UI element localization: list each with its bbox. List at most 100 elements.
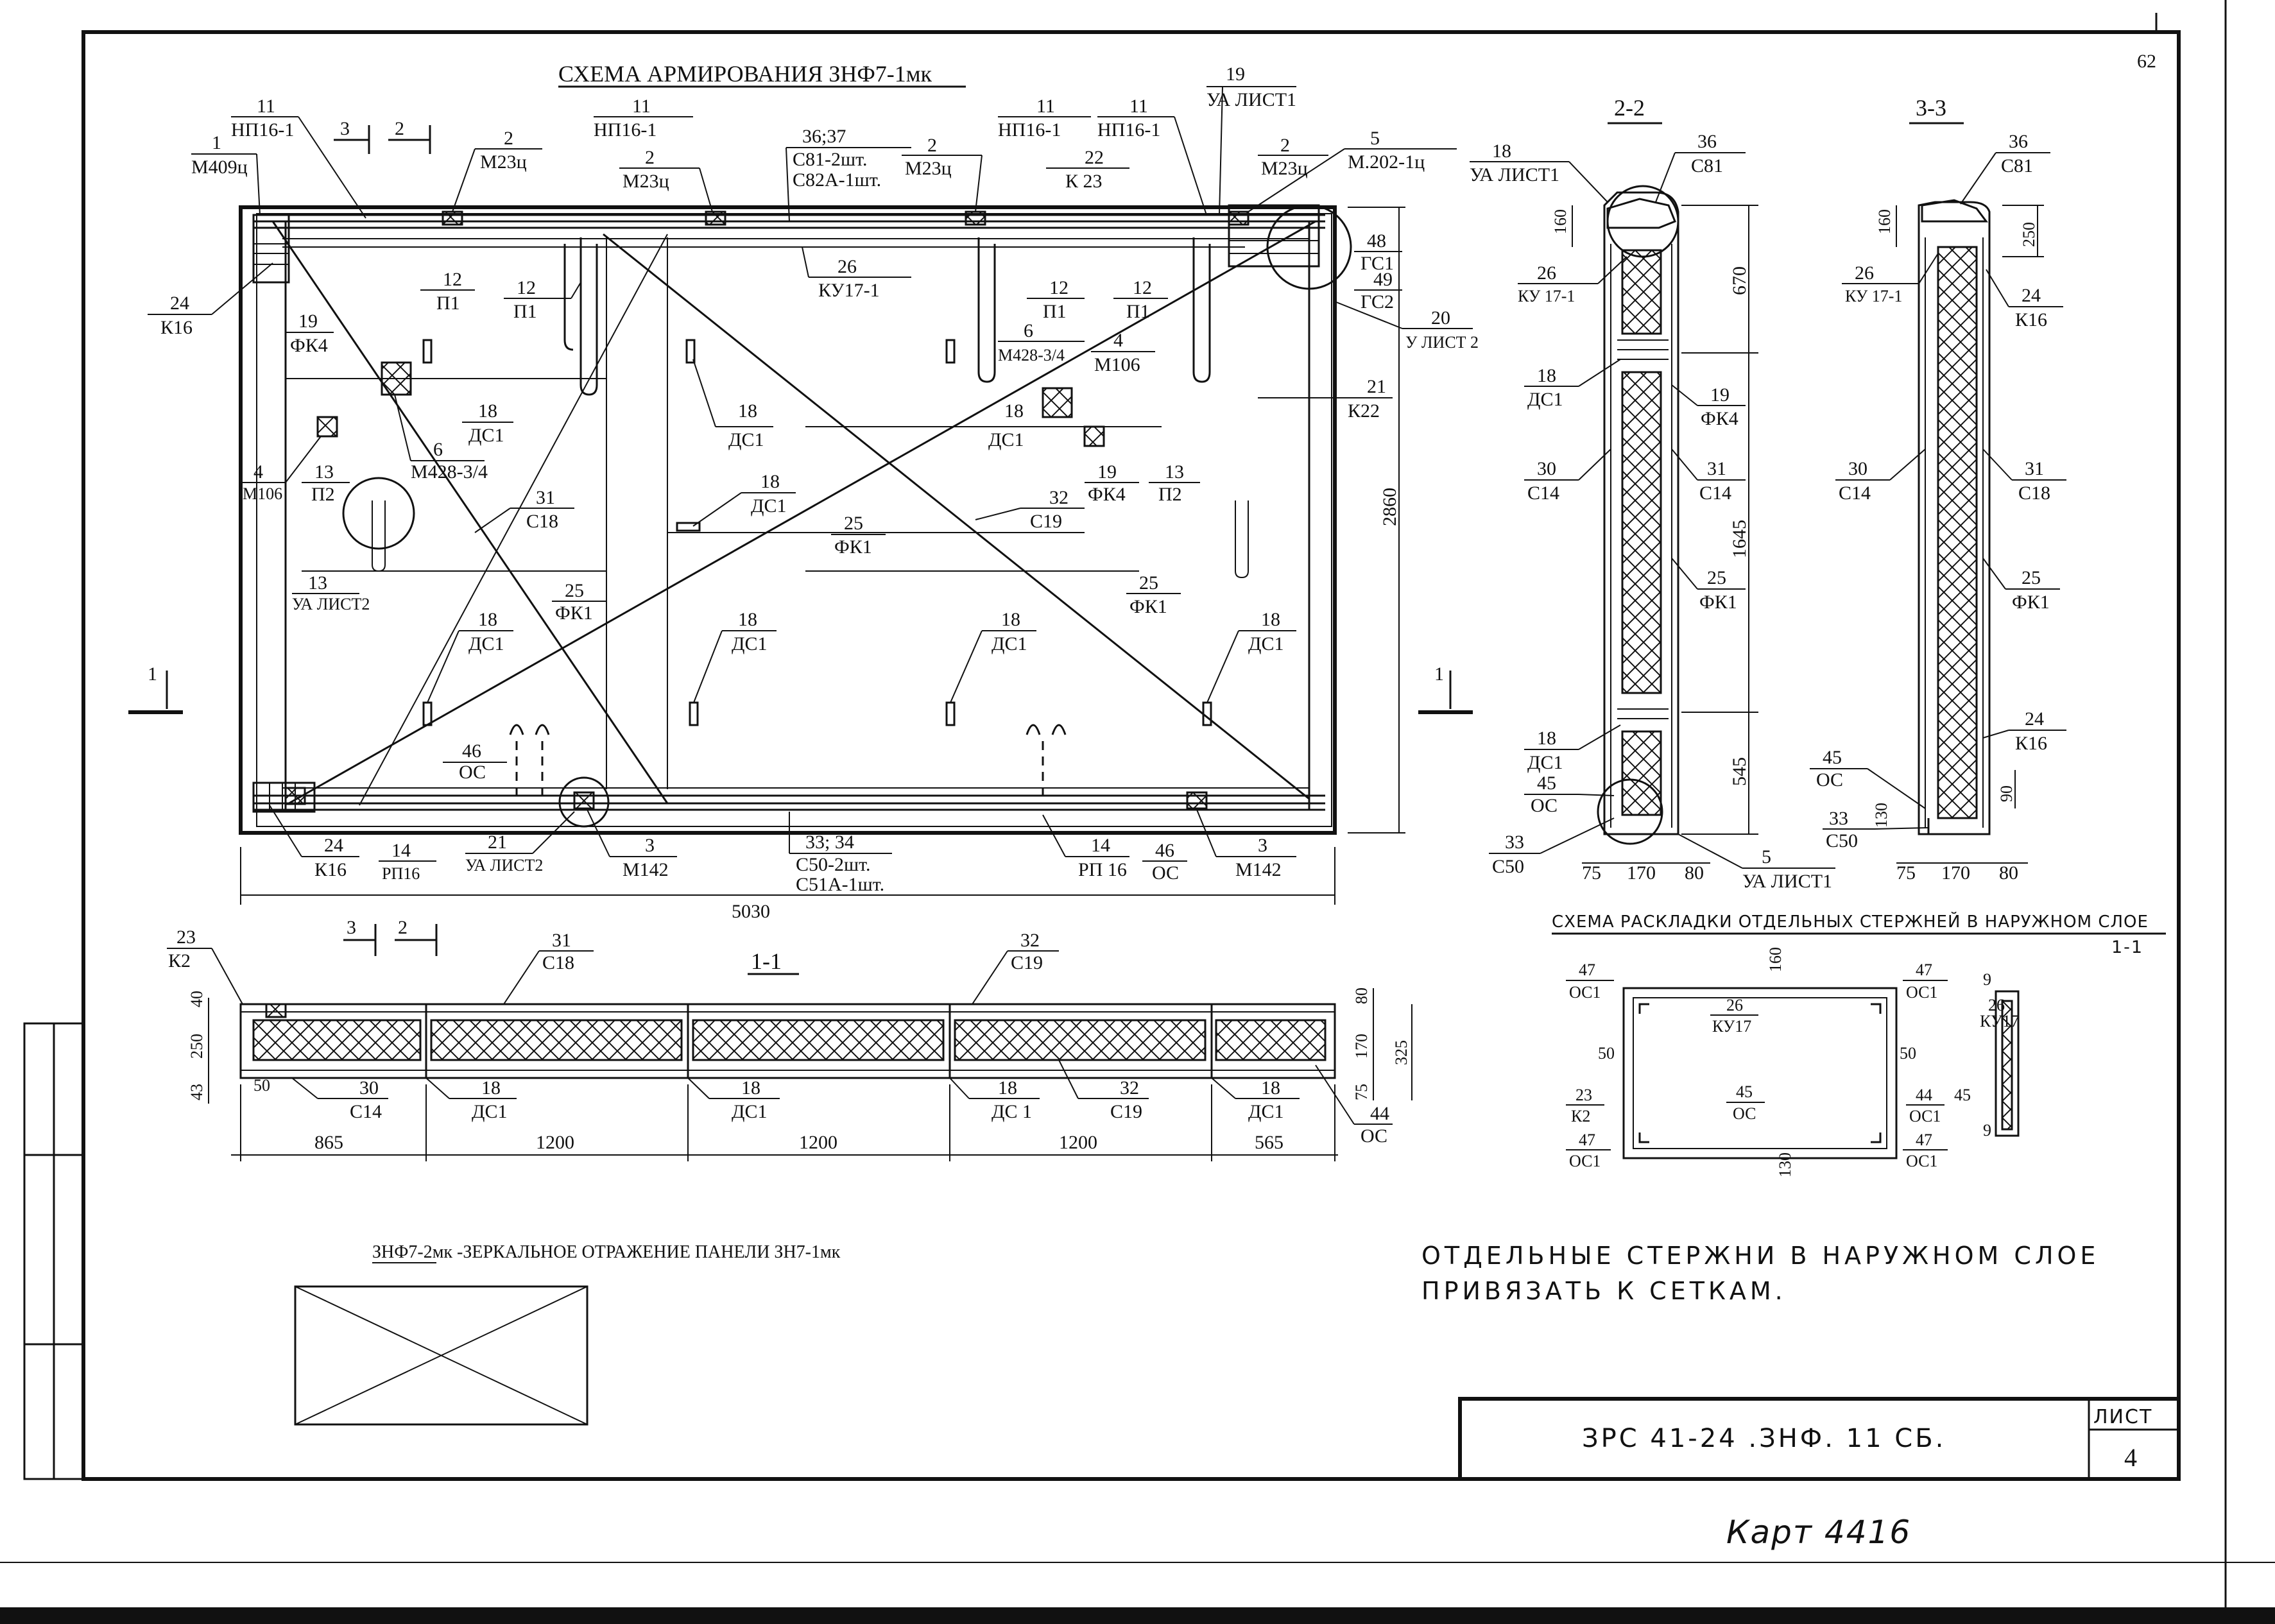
section-mark-2-top: 2 [395,118,404,139]
callout-name: РП16 [382,864,420,883]
callout-name: УА ЛИСТ1 [1742,871,1832,892]
callout-name: С50-2шт. [796,854,870,875]
callout-num: 19 [1710,384,1730,406]
section-3-3-title: 3-3 [1916,95,1946,121]
main-callouts: 1 М409ц 11 НП16-1 2 М23ц 11 НП16-1 2 М23… [148,64,1479,895]
callout-name: С81 [1691,155,1723,176]
callout-num: 18 [1492,141,1511,162]
callout-name: С14 [350,1101,382,1122]
callout-name: К16 [314,859,347,880]
callout-num: 25 [844,513,863,534]
callout-num: 45 [1537,773,1556,794]
callout-name: ДС1 [1527,389,1563,410]
callout-num: 26 [1726,996,1743,1014]
callout-name: К2 [1571,1107,1590,1125]
callout-num: 47 [1579,1131,1595,1149]
callout-name: П2 [311,484,335,505]
callout-num: 12 [1049,277,1069,298]
callout-name: ДС 1 [992,1101,1032,1122]
callout-name: С81-2шт. [793,149,867,170]
callout-num: 18 [1261,1077,1280,1098]
layout-scheme-title: СХЕМА РАСКЛАДКИ ОТДЕЛЬНЫХ СТЕРЖНЕЙ В НАР… [1552,911,2149,932]
callout-num: 31 [552,930,571,951]
callout-name: М142 [622,859,669,880]
callout-name: М23ц [1261,158,1308,179]
callout-num: 45 [1823,747,1842,768]
callout-name: М23ц [480,151,527,173]
callout-num: 18 [1537,365,1556,386]
callout-num: 20 [1431,307,1450,329]
callout-num: 24 [2025,708,2044,730]
callout-num: 22 [1085,147,1104,168]
callout-num: 6 [433,439,443,460]
callout-name: ОС1 [1906,1152,1937,1170]
dim-1200: 1200 [536,1132,574,1153]
callout-name: М428-3/4 [411,461,488,483]
callout-num: 11 [1129,96,1148,117]
callout-num: 47 [1916,1131,1932,1149]
section-1-1-title: 1-1 [751,948,782,974]
callout-num: 33 [1829,808,1848,829]
dim-170: 170 [1627,862,1656,884]
callout-name: К16 [2015,733,2047,754]
callout-num: 18 [741,1077,760,1098]
callout-name: К16 [2015,309,2047,330]
callout-num: 18 [481,1077,501,1098]
callout-name: ДС1 [732,1101,767,1122]
callout-num: 13 [308,572,327,594]
callout-name: П1 [1126,301,1150,322]
dim-1200: 1200 [799,1132,837,1153]
callout-name: ОС [1361,1125,1387,1147]
callout-name: ФК1 [1699,592,1737,613]
callout-num: 5 [1370,128,1380,149]
callout-name: К16 [160,317,193,338]
width-dimension: 5030 [732,901,770,922]
callout-name: С14 [1699,483,1731,504]
dim-90: 90 [1997,785,2016,802]
section-mark-2: 2 [398,917,408,938]
callout-num: 24 [324,835,343,856]
callout-num: 18 [1261,609,1280,630]
callout-name: УА ЛИСТ2 [465,856,543,875]
dim-160: 160 [1551,209,1570,234]
callout-num: 1 [212,132,221,153]
dim-325: 325 [1392,1040,1411,1065]
dim-9a: 9 [1983,970,1991,989]
callout-num: 24 [170,293,189,314]
callout-num: 12 [443,269,462,290]
section-mark-3: 3 [347,917,356,938]
callout-name: К 23 [1065,171,1103,192]
dim-670: 670 [1729,266,1750,295]
height-dimension: 2860 [1379,488,1400,526]
callout-name: ОС [1152,862,1179,884]
callout-num: 2 [927,135,937,156]
callout-name: ДС1 [988,429,1024,450]
callout-num: 26 [1855,262,1874,284]
callout-num: 12 [1133,277,1152,298]
callout-name: С18 [542,952,574,973]
dim-1645: 1645 [1729,520,1750,558]
callout-num: 13 [314,461,334,483]
callout-num: 18 [760,471,780,492]
callout-num: 48 [1367,230,1386,252]
callout-name: ДС1 [1527,752,1563,773]
callout-num: 3 [645,835,655,856]
callout-name: УА ЛИСТ2 [292,595,370,613]
callout-name: М428-3/4 [998,346,1065,364]
callout-name: С19 [1030,511,1062,532]
layout-scheme-subtitle: 1-1 [2111,937,2143,957]
archive-note: Карт 4416 [1726,1514,1911,1551]
callout-name: ОС [459,762,486,783]
callout-num: 44 [1916,1086,1932,1104]
callout-name: С50 [1492,856,1524,877]
callout-name: П1 [513,301,537,322]
handwritten-note-line1: ОТДЕЛЬНЫЕ СТЕРЖНИ В НАРУЖНОМ СЛОЕ [1421,1242,2099,1270]
callout-name: С50 [1826,830,1858,851]
dim-250: 250 [187,1034,206,1059]
callout-num: 32 [1049,487,1069,508]
callout-num: 26 [1537,262,1556,284]
panel-outline [239,205,1337,835]
callout-num: 2 [1280,135,1290,156]
callout-num: 33 [1505,832,1524,853]
